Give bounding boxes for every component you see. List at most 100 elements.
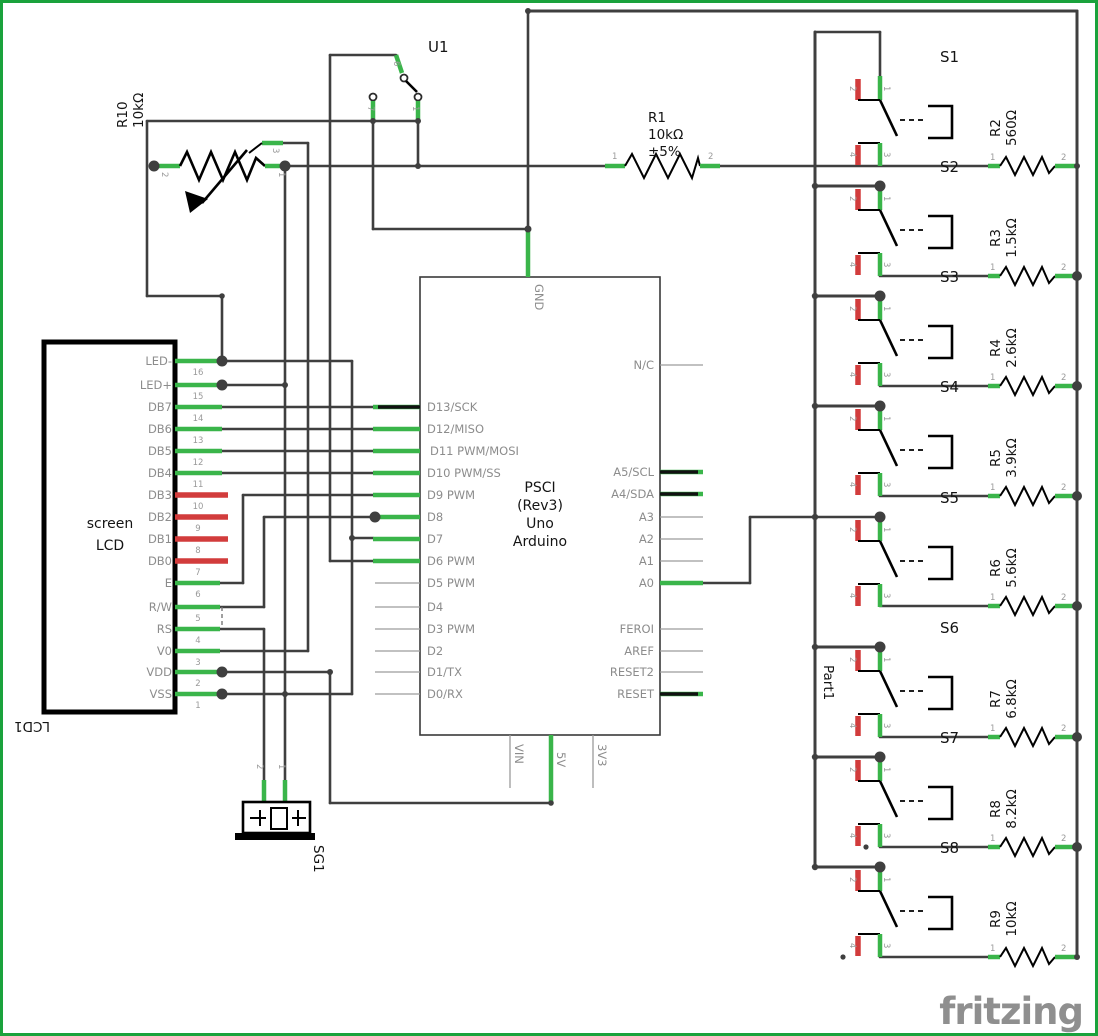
switch-ref: S1 [940,48,959,66]
buzzer-sg1[interactable]: SG1 2 1 [235,764,326,873]
resistor-ref: R3 [988,229,1004,247]
lcd-pin-name: DB5 [148,444,172,458]
switch-s6[interactable]: S6 [847,619,959,737]
arduino-body[interactable] [419,276,661,736]
sg1-ref-label: SG1 [310,845,326,873]
pot-ref-label: R10 [115,101,131,128]
lcd-pin-name: V0 [157,644,172,658]
resistor-value: 10kΩ [1004,901,1020,936]
r1-ref-label: R1 [648,110,666,126]
u1-ref-label: U1 [428,38,449,56]
junction-dots [148,8,1082,960]
resistor-ref: R8 [988,800,1004,818]
arduino-pin-label: D5 PWM [427,576,475,590]
arduino-pin-label: D1/TX [427,665,462,679]
lcd-pin-number: 6 [195,590,200,600]
lcd-pin-number: 5 [195,614,200,624]
resistor-value: 2.6kΩ [1004,328,1020,368]
arduino-pin-label: D3 PWM [427,622,475,636]
lcd-pin-name: DB2 [148,510,172,524]
arduino-title-line4: Arduino [513,534,567,550]
lcd-pin-name: DB1 [148,532,172,546]
resistor-ref: R7 [988,690,1004,708]
switch-ref: S8 [940,839,959,857]
u1-left-contact [368,92,378,102]
switch-s1[interactable]: S1 [847,48,959,166]
resistor-ref: R9 [988,910,1004,928]
arduino-pin-label: RESET2 [610,665,654,679]
arduino-pin-label: D11 PWM/MOSI [430,444,519,458]
arduino-title-line2: (Rev3) [517,498,563,514]
resistor-value: 6.8kΩ [1004,679,1020,719]
arduino-title-line3: Uno [526,516,554,532]
resistor-ref: R5 [988,449,1004,467]
lcd-pin-name: VDD [146,665,172,679]
arduino-pin-label: D10 PWM/SS [427,466,501,480]
switch-s8[interactable]: S8 [847,839,959,957]
resistor-value: 3.9kΩ [1004,438,1020,478]
arduino-title-line1: PSCI [524,480,555,496]
arduino-gnd-label: GND [532,284,546,311]
lcd-body[interactable] [41,339,178,715]
arduino-pin-label: D9 PWM [427,488,475,502]
lcd-ref-label: LCD1 [14,718,50,734]
pot-wiper-arrowhead [185,191,208,213]
lcd-pin-number: 8 [195,546,200,556]
pot-value-label: 10kΩ [131,93,147,128]
lcd-title-line2: LCD [96,538,124,554]
switch-s2[interactable]: S2 [847,158,959,276]
resistor-value: 560Ω [1004,110,1020,146]
bus-part1-label: Part1 [820,665,836,700]
u1-pin1-number: 1 [410,106,420,111]
lcd-pin-name: E [165,576,172,590]
lcd-component[interactable]: screen LCD LCD1 LED- LED+ DB7 DB6 DB5 DB… [14,339,228,734]
lcd-pin-name: DB4 [148,466,172,480]
lcd-pin-name: VSS [150,687,172,701]
switch-s5[interactable]: S5 [847,489,959,607]
lcd-pin-name: LED+ [140,378,172,392]
lcd-pin-number: 2 [195,679,200,689]
resistor-value: 8.2kΩ [1004,789,1020,829]
lcd-pin-name: R/W [149,600,172,614]
arduino-pin-label: D0/RX [427,687,463,701]
switch-s7[interactable]: S7 [847,729,959,847]
switch-ref: S6 [940,619,959,637]
lcd-pin-name: LED- [145,354,172,368]
switch-ref: S7 [940,729,959,747]
u1-pivot-contact [399,73,409,83]
arduino-component[interactable]: PSCI (Rev3) Uno Arduino D13/SCK D12/MISO… [373,231,703,803]
r1-value-label: 10kΩ [648,127,683,143]
switch-s3[interactable]: S3 [847,268,959,386]
resistor-ref: R2 [988,119,1004,137]
potentiometer-r10[interactable]: R10 10kΩ 2 1 3 [115,93,286,213]
sg1-base [235,833,315,840]
u1-right-contact [413,92,423,102]
arduino-pin-label: D7 [427,532,443,546]
lcd-pin-name: DB0 [148,554,172,568]
lcd-pin-number: 10 [193,502,204,512]
switch-u1[interactable]: U1 6 7 1 [365,38,449,119]
switch-s4[interactable]: S4 [847,378,959,496]
arduino-pin-label: A4/SDA [611,487,654,501]
arduino-pin-label: A0 [639,576,654,590]
pot-pin2-number: 2 [159,172,169,177]
arduino-pin-label: FEROI [620,622,654,636]
arduino-pin-label: D4 [427,600,443,614]
pot-pin3-number: 3 [270,148,280,153]
arduino-5v-label: 5V [554,752,568,767]
arduino-3v3-label: 3V3 [595,744,609,767]
lcd-title-line1: screen [87,516,134,532]
resistor-r1[interactable]: R1 10kΩ ±5% 1 2 [605,110,720,181]
pot-pin1-number: 1 [276,172,286,177]
arduino-pin-label: D8 [427,510,443,524]
lcd-pin-number: 1 [195,701,200,711]
resistor-value: 1.5kΩ [1004,218,1020,258]
arduino-pin-label: A2 [639,532,654,546]
resistor-value: 5.6kΩ [1004,548,1020,588]
lcd-pin-number: 7 [195,568,200,578]
arduino-pin-label: D2 [427,644,443,658]
arduino-vin-label: VIN [512,744,526,764]
fritzing-logo: fritzing [939,990,1083,1033]
switch-ref: S2 [940,158,959,176]
